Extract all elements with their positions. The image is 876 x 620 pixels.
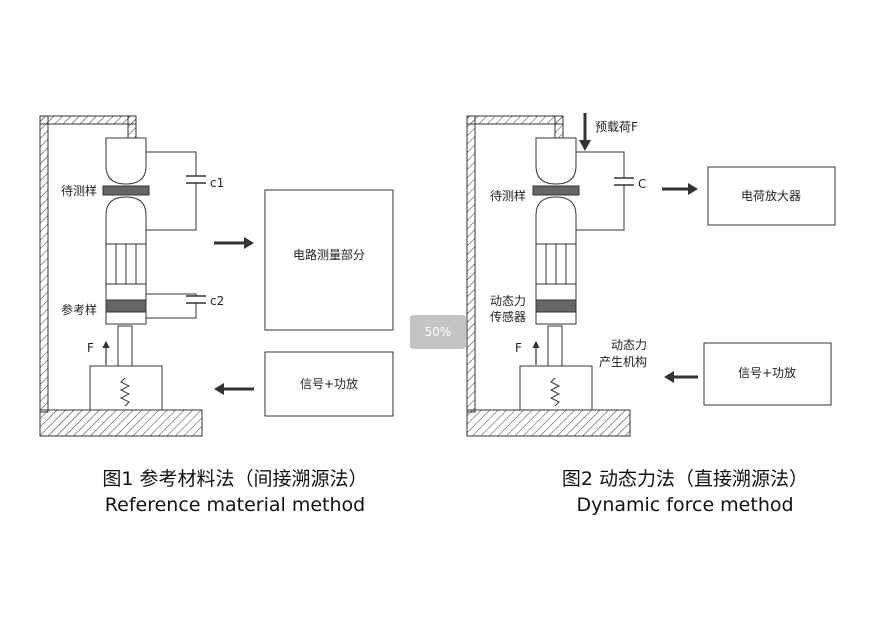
fig2-sensor-label-2: 传感器 [490,309,526,324]
fig2-frame [466,115,631,437]
fig1-caption-en: Reference material method [105,494,365,516]
fig2-charge-amp-box [707,166,836,226]
fig1-reference-disk [105,299,147,313]
fig1-c1-wire [146,151,197,176]
fig1-c2-label: c2 [210,294,224,308]
fig1-spring [119,377,131,407]
fig1-sample-disk [102,185,150,196]
fig2-sample-disk [532,185,580,196]
fig1-sample-label: 待测样 [61,183,97,198]
fig1-upper-electrode [105,137,147,185]
fig2-preload-label: 预载荷F [595,120,638,134]
fig1-lower-electrode [105,196,147,245]
fig2-force-label: F [515,341,522,355]
fig2-spring [549,377,561,407]
zoom-badge[interactable]: 50% [410,315,466,349]
fig2-c-label: C [638,177,646,191]
fig1-force-label: F [87,341,94,355]
fig2-charge-amp-label: 电荷放大器 [741,188,801,203]
fig2-sensor-disk [535,299,577,313]
fig2-caption-en: Dynamic force method [576,494,793,516]
fig2-generator-label-1: 动态力 [611,338,647,352]
figure1: F c1 c2 待测样 参考样 电路测量部分 信号+功放 图1 参考材料法（间接… [39,115,394,516]
fig1-c1-label: c1 [210,176,224,190]
zoom-badge-label: 50% [425,325,452,339]
fig2-sample-label: 待测样 [490,188,526,203]
fig2-signal-box [703,342,832,406]
fig2-generator-label-2: 产生机构 [599,354,647,369]
fig2-upper-electrode [535,137,577,185]
fig1-signal-box-label: 信号+功放 [300,376,358,391]
fig2-lower-electrode [535,196,577,245]
fig2-sensor-label-1: 动态力 [490,294,526,308]
fig1-signal-box [264,351,394,417]
fig1-frame [39,115,203,437]
fig2-caption-cn: 图2 动态力法（直接溯源法） [562,468,808,490]
fig1-circuit-box [264,189,394,331]
fig2-c-wire [576,151,625,178]
fig1-circuit-box-label: 电路测量部分 [293,247,365,262]
fig2-signal-box-label: 信号+功放 [738,365,796,380]
fig1-reference-label: 参考样 [61,302,97,317]
fig1-caption-cn: 图1 参考材料法（间接溯源法） [102,468,367,490]
figure2: 预载荷F F C 待测样 动态力 传感器 动态力 产生机构 [466,113,836,516]
